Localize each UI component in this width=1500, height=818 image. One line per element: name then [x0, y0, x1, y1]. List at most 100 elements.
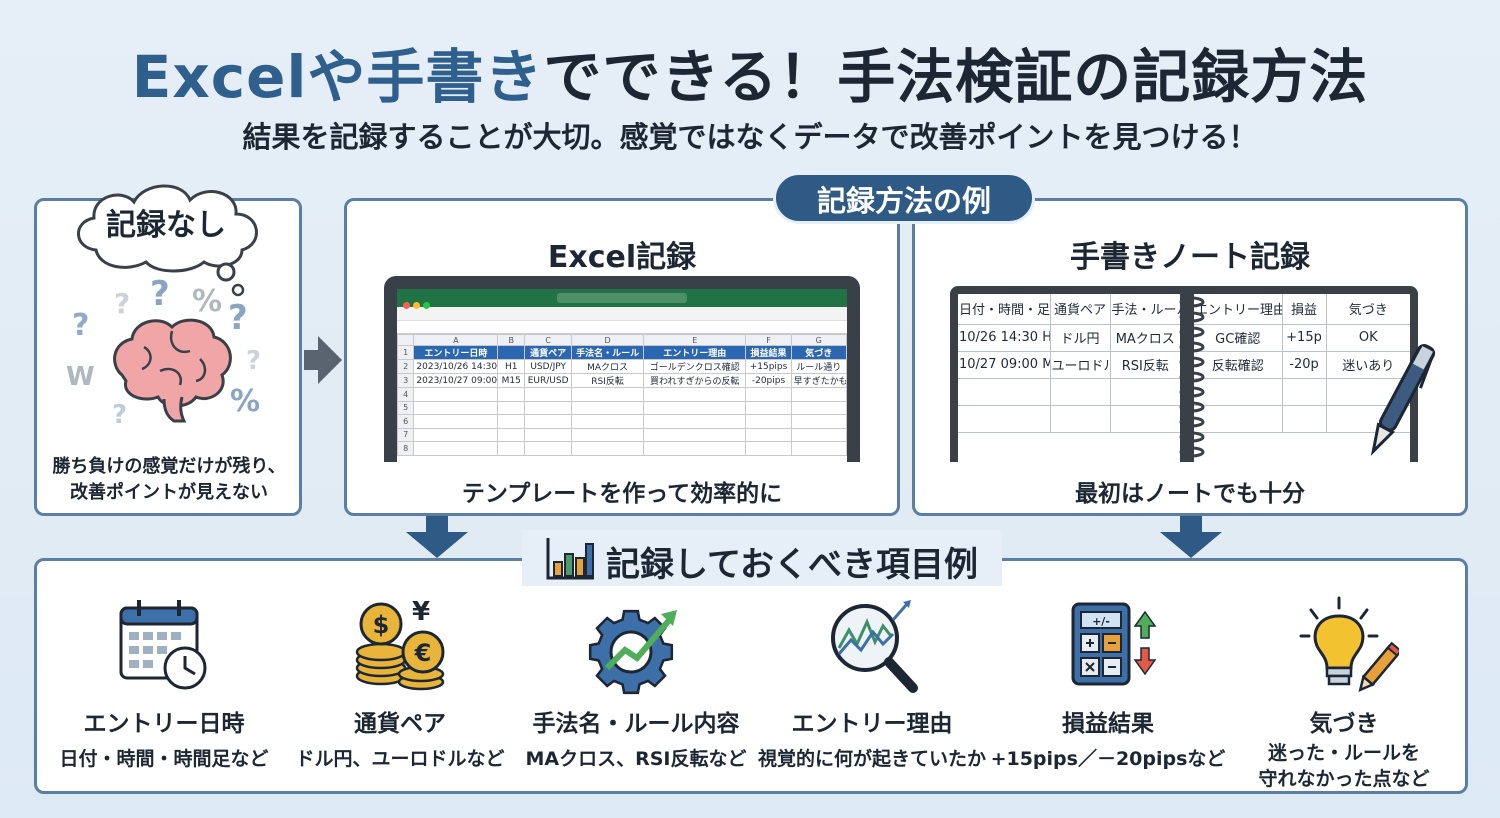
header-cell: 気づき — [1326, 294, 1410, 325]
close-dot-icon — [403, 302, 410, 309]
search-bar — [557, 293, 687, 303]
cell: ルール通り — [790, 359, 847, 374]
cell: ゴールデンクロス確認 — [642, 359, 747, 374]
magnifier-chart-icon — [831, 600, 918, 693]
calculator-icon: +/- — [1071, 602, 1157, 686]
cell: H1 — [497, 359, 526, 374]
cell: -20p — [1282, 351, 1327, 379]
header-cell: 通貨ペア — [1050, 294, 1111, 325]
item-name: 気づき — [1309, 711, 1379, 737]
item-method-rules: 手法名・ルール内容 MAクロス、RSI反転など — [516, 596, 756, 772]
cell: MAクロス — [571, 359, 644, 374]
item-entry-datetime: エントリー日時 日付・時間・時間足など — [44, 596, 284, 772]
header-cell: 手法・ルール — [1110, 294, 1180, 325]
window-dots — [403, 294, 433, 313]
row-number: 4 — [397, 387, 415, 402]
examples-section-label: 記録方法の例 — [773, 172, 1035, 224]
table-row: 8 — [397, 441, 847, 456]
col-letter: A — [413, 334, 499, 346]
item-name: 通貨ペア — [354, 711, 446, 737]
excel-header-row: 1 エントリー日時 通貨ペア 手法名・ルール エントリー理由 損益結果 気づき — [397, 345, 847, 360]
header-cell: エントリー理由 — [1194, 294, 1283, 325]
spiral-binding-icon — [1179, 296, 1205, 458]
item-desc-line-2: 守れなかった点など — [1258, 768, 1430, 790]
row-number: 2 — [397, 359, 415, 374]
row-number: 6 — [397, 414, 415, 429]
symbol-1: ? — [114, 287, 130, 320]
cell: GC確認 — [1194, 324, 1283, 352]
symbol-7: ? — [246, 346, 261, 376]
item-insights: 気づき 迷った・ルールを 守れなかった点など — [1224, 596, 1464, 792]
excel-ribbon — [397, 307, 847, 321]
header-cell: 通貨ペア — [524, 345, 573, 360]
table-row: 10/26 14:30 H1 ドル円 MAクロス — [958, 324, 1180, 352]
gear-chart-icon — [588, 609, 677, 695]
table-row — [958, 405, 1180, 433]
cell: 10/27 09:00 M15 — [958, 351, 1051, 379]
cell: 迷いあり — [1326, 351, 1410, 379]
cell: 買われすぎからの反転 — [642, 373, 747, 388]
col-letter: F — [745, 334, 792, 346]
header-cell: エントリー理由 — [642, 345, 747, 360]
item-entry-reason: エントリー理由 視覚的に何が起きていたか — [752, 596, 992, 772]
item-currency-pair: $ € ¥ 通貨ペア ドル円、ユーロドルなど — [280, 596, 520, 772]
row-number: 8 — [397, 441, 415, 456]
col-letter: C — [524, 334, 573, 346]
no-record-label: 記録なし — [106, 208, 226, 243]
maximize-dot-icon — [423, 302, 430, 309]
caption-line-2: 改善ポイントが見えない — [70, 482, 268, 503]
item-desc: 日付・時間・時間足など — [59, 748, 269, 770]
row-number: 7 — [397, 427, 415, 442]
excel-title: Excel記録 — [547, 240, 697, 275]
col-letter: G — [790, 334, 847, 346]
col-letter: B — [497, 334, 526, 346]
cell: RSI反転 — [571, 373, 644, 388]
cell: RSI反転 — [1110, 351, 1180, 379]
laptop-screen: A B C D E F G 1 エントリー日時 通貨ペア 手法名・ルール エント… — [384, 276, 860, 462]
row-number: 5 — [397, 400, 415, 415]
cell: ユーロドル — [1050, 351, 1111, 379]
header-cell: 損益 — [1282, 294, 1327, 325]
col-letter: D — [571, 334, 644, 346]
symbol-5: W — [66, 362, 95, 392]
item-name: 損益結果 — [1062, 711, 1154, 737]
items-panel — [34, 558, 1468, 794]
item-profit-loss: +/- 損益結果 +15pips／－20pipsなど — [988, 596, 1228, 772]
bar-chart-icon — [546, 538, 594, 580]
caption-line-1: 勝ち負けの感覚だけが残り、 — [52, 456, 286, 477]
excel-titlebar — [397, 289, 847, 309]
cell: EUR/USD — [524, 373, 573, 388]
notebook-right-table: エントリー理由 損益 気づき GC確認 +15p OK 反転確認 -20p 迷い… — [1194, 294, 1410, 433]
title-highlight: Excelや手書き — [131, 43, 544, 111]
yen-symbol: ¥ — [412, 597, 430, 627]
table-row — [1194, 378, 1410, 406]
notebook-left-table: 日付・時間・足 通貨ペア 手法・ルール 10/26 14:30 H1 ドル円 M… — [958, 294, 1180, 433]
table-row: 10/27 09:00 M15 ユーロドル RSI反転 — [958, 351, 1180, 379]
brain-icon: ? ? ? % ? W ? ? % — [66, 274, 261, 430]
table-row: 6 — [397, 414, 847, 429]
cell: -20pips — [745, 373, 792, 388]
table-row: 3 2023/10/27 09:00 M15 EUR/USD RSI反転 買われ… — [397, 373, 847, 388]
table-row: 5 — [397, 400, 847, 415]
table-row: 4 — [397, 387, 847, 402]
header-cell: エントリー日時 — [413, 345, 499, 360]
table-row: GC確認 +15p OK — [1194, 324, 1410, 352]
cell: 反転確認 — [1194, 351, 1283, 379]
cell: 早すぎたかも — [790, 373, 847, 388]
notebook-header-row: 日付・時間・足 通貨ペア 手法・ルール — [958, 294, 1180, 325]
item-desc: +15pips／－20pipsなど — [990, 748, 1226, 770]
cell: +15p — [1282, 324, 1327, 352]
calc-display: +/- — [1092, 615, 1110, 628]
formula-bar — [397, 321, 847, 334]
table-row: 7 — [397, 427, 847, 442]
cell: 10/26 14:30 H1 — [958, 324, 1051, 352]
items-section-title: 記録しておくべき項目例 — [606, 545, 978, 585]
symbol-0: ? — [72, 308, 89, 343]
symbol-8: % — [230, 384, 260, 419]
cell: 2023/10/27 09:00 — [413, 373, 499, 388]
excel-caption: テンプレートを作って効率的に — [461, 481, 783, 507]
cell: ドル円 — [1050, 324, 1111, 352]
column-letter-row: A B C D E F G — [397, 334, 847, 346]
item-name: エントリー日時 — [83, 711, 245, 737]
cell: 2023/10/26 14:30 — [413, 359, 499, 374]
